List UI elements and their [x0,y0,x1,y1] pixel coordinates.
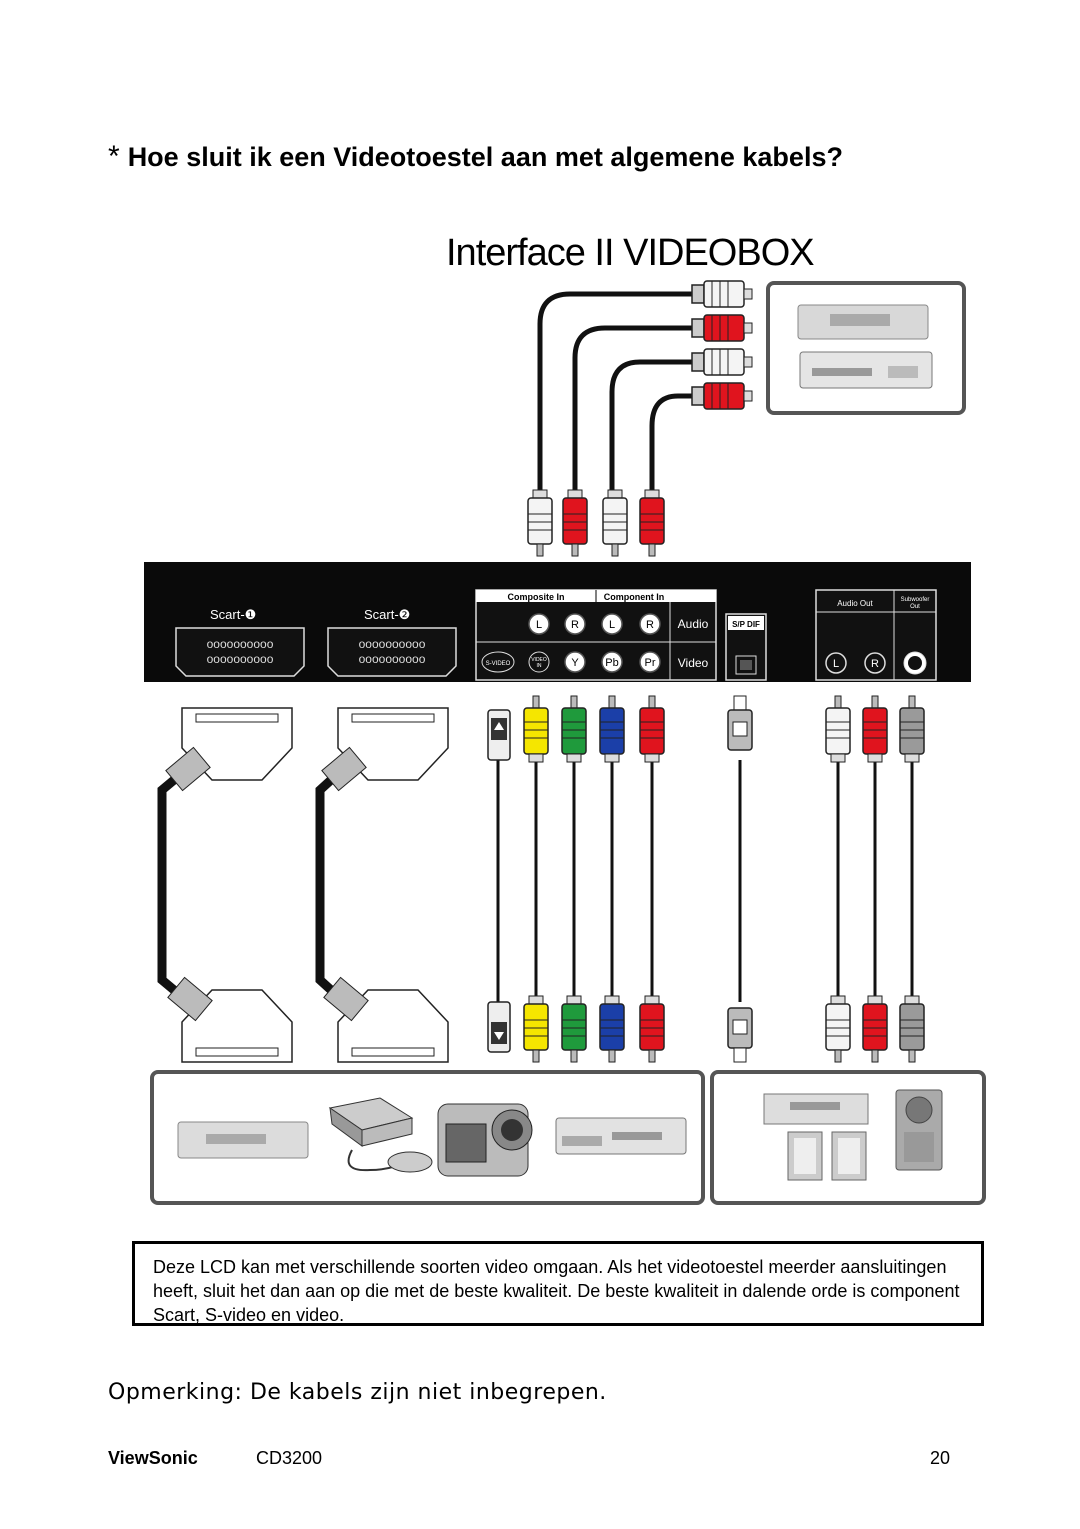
video-devices-box [150,1070,705,1205]
note-box: Deze LCD kan met verschillende soorten v… [132,1241,984,1326]
videobox-back-panel: Scart-❶ Scart-❷ oooooooooo oooooooooo oo… [144,562,971,682]
audio-out-label: Audio Out [837,599,873,608]
composite-L-jack: L [536,619,542,631]
video-in-label-2: IN [537,663,542,669]
scart2-port: oooooooooo oooooooooo [327,627,457,677]
svideo-label: S-VIDEO [486,661,511,667]
scart1-port: oooooooooo oooooooooo [175,627,305,677]
bullet-star: * [108,140,120,173]
heading-text: Hoe sluit ik een Videotoestel aan met al… [127,142,843,172]
video-label: Video [678,656,709,670]
Pb-jack: Pb [605,657,618,669]
Pr-jack: Pr [645,657,656,669]
component-R-jack: R [646,619,654,631]
page-number: 20 [930,1448,951,1468]
audio-out-L-jack: L [833,658,839,670]
subwoofer-label: Subwoofer [901,597,930,603]
remark-text: Opmerking: De kabels zijn niet inbegrepe… [108,1380,607,1405]
svideo-cable [487,709,511,1053]
svg-text:oooooooooo: oooooooooo [207,652,274,666]
audio-out-R-jack: R [871,658,879,670]
footer-model: CD3200 [256,1448,323,1468]
video-in-label: VIDEO [531,657,547,663]
diagram-title: Interface II VIDEOBOX [446,232,815,274]
audio-devices-box [710,1070,986,1205]
component-L-jack: L [609,619,615,631]
svg-text:oooooooooo: oooooooooo [359,652,426,666]
composite-in-label: Composite In [507,592,564,602]
composite-R-jack: R [571,619,579,631]
audio-label: Audio [678,617,709,631]
svg-text:oooooooooo: oooooooooo [359,637,426,651]
source-devices-box [766,281,966,415]
subwoofer-out-label: Out [910,604,920,610]
scart2-label: Scart-❷ [364,607,410,622]
spdif-label: S/P DIF [732,620,760,629]
Y-jack: Y [571,657,579,669]
footer-brand: ViewSonic [108,1448,198,1468]
svg-text:oooooooooo: oooooooooo [207,637,274,651]
section-heading: *Hoe sluit ik een Videotoestel aan met a… [108,140,843,174]
scart-cable-2 [321,707,449,1063]
component-in-label: Component In [604,592,665,602]
optical-cable [727,695,753,1063]
scart-cable-1 [165,707,293,1063]
scart1-label: Scart-❶ [210,607,256,622]
